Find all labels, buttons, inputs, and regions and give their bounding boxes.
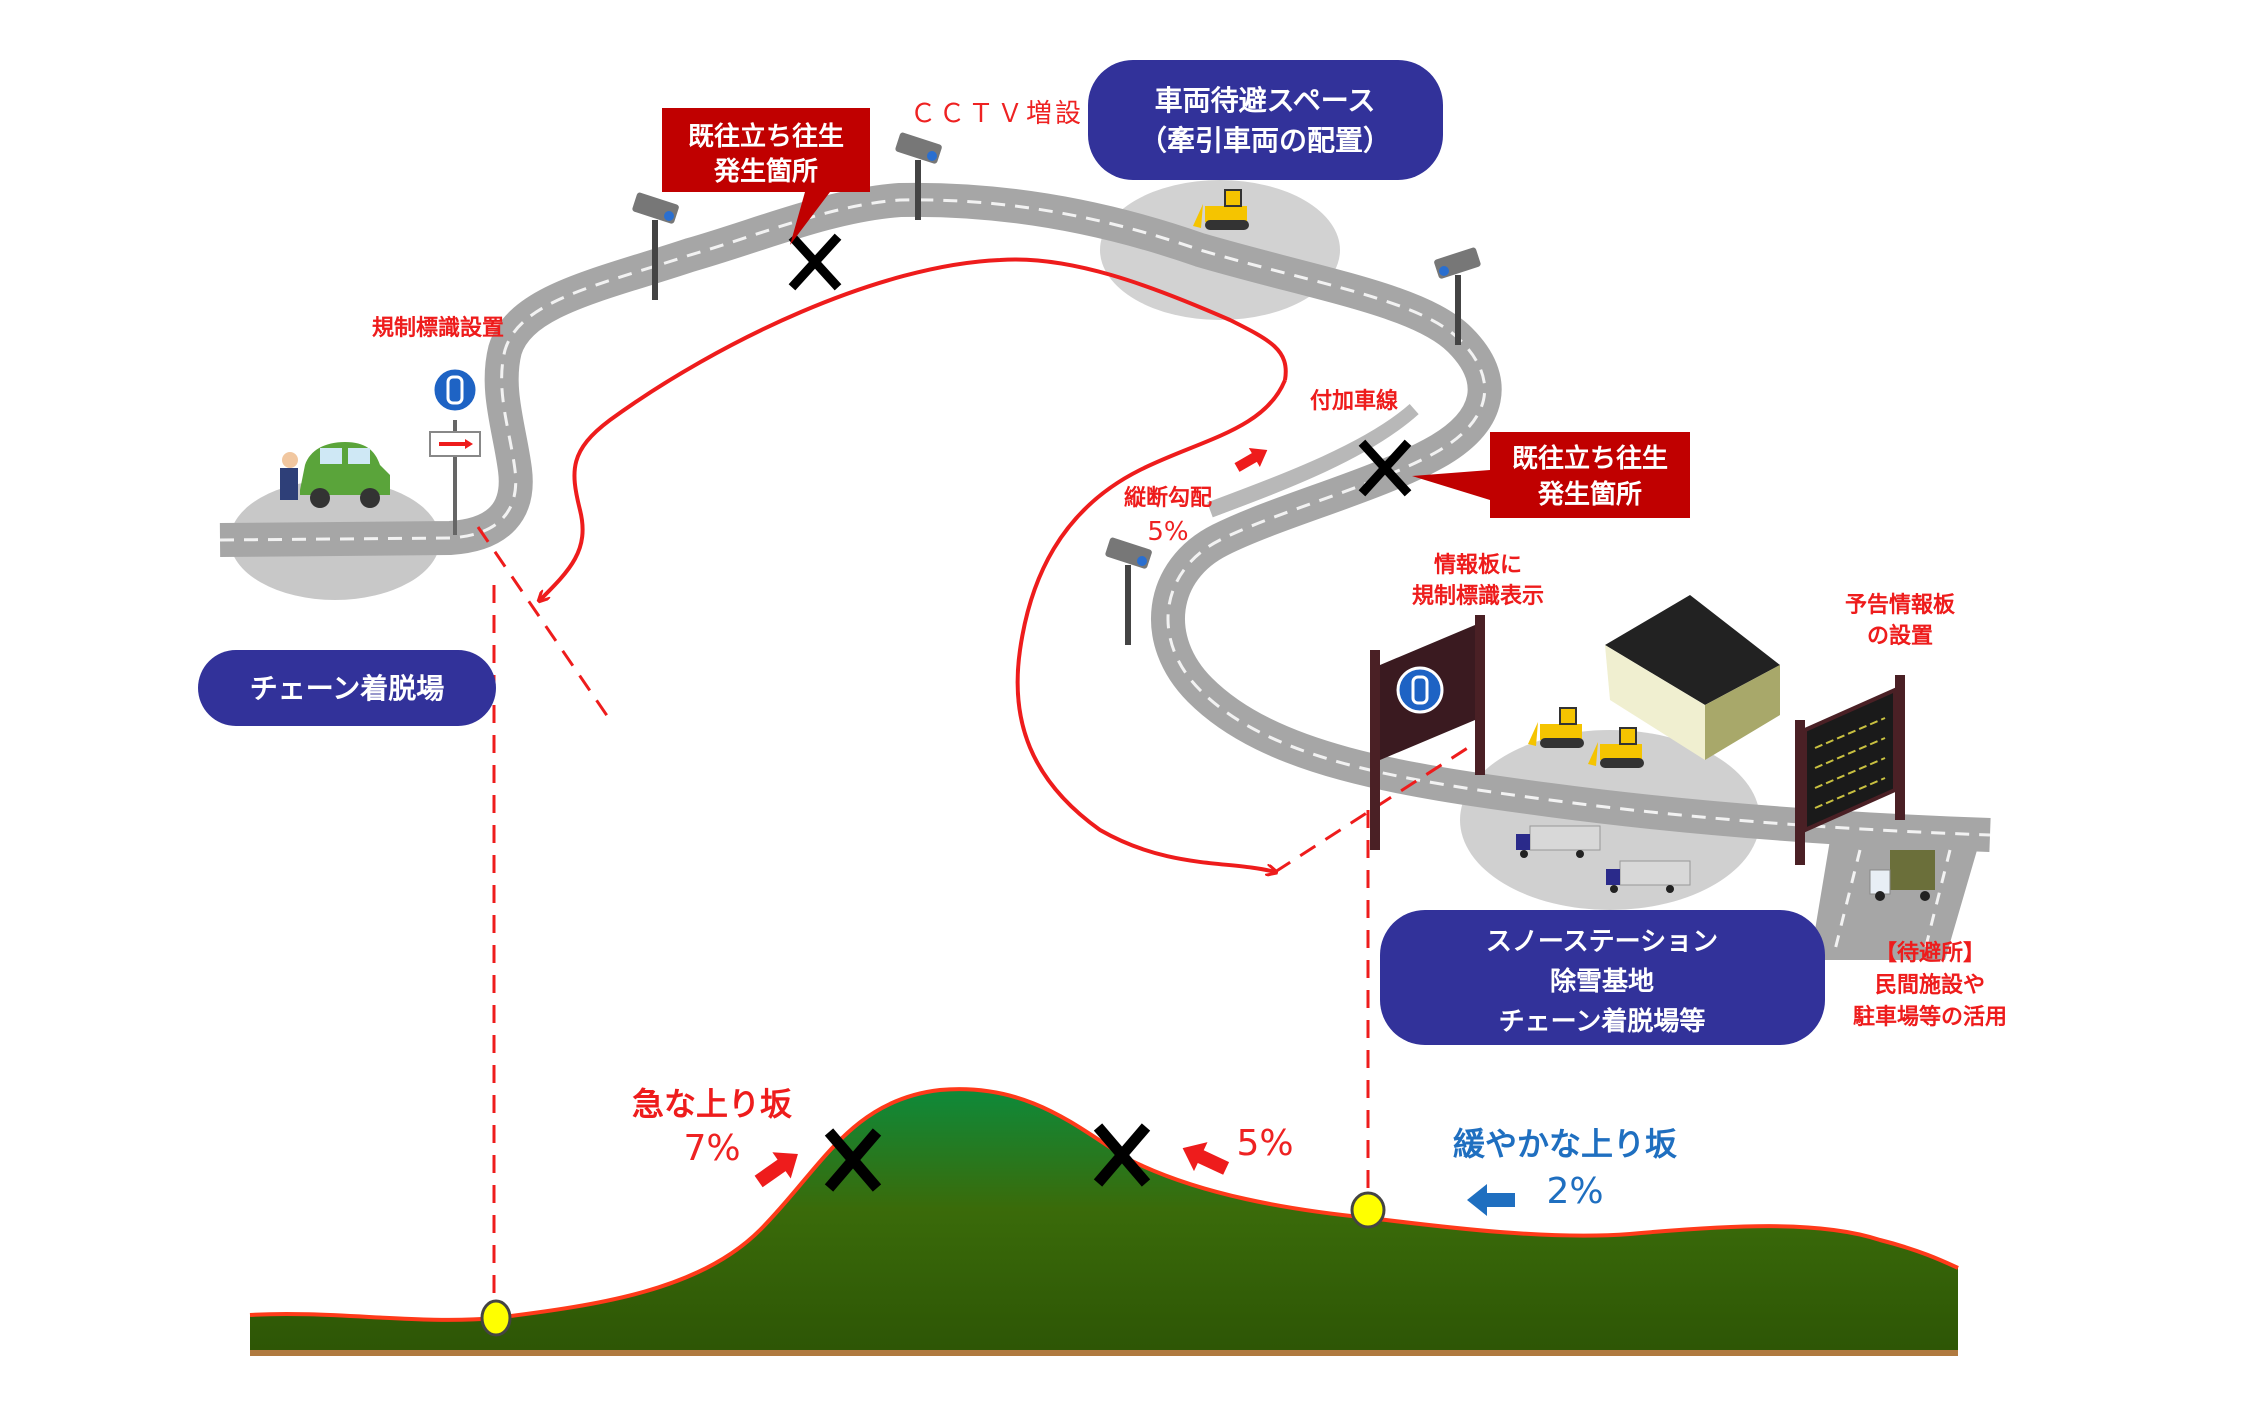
climbing-lane bbox=[1207, 403, 1421, 518]
bulldozer-icon bbox=[1588, 727, 1644, 768]
worker-icon bbox=[280, 452, 298, 500]
grade-label-line2: 5% bbox=[1147, 517, 1188, 547]
cctv-cameras bbox=[632, 132, 1481, 645]
stuck-right-line2: 発生箇所 bbox=[1537, 479, 1642, 510]
snow-station-label: スノーステーション 除雪基地 チェーン着脱場等 bbox=[1380, 910, 1825, 1045]
road-center-line bbox=[219, 198, 1991, 837]
ground-line bbox=[250, 1350, 1958, 1356]
refuge-ramp bbox=[1810, 840, 1980, 960]
downhill-arrow-icon bbox=[1182, 1142, 1230, 1175]
climbing-lane-line bbox=[1209, 413, 1422, 522]
led-pattern bbox=[1814, 717, 1886, 809]
refuge-label-line2: 民間施設や bbox=[1875, 972, 1985, 998]
car-icon bbox=[280, 442, 390, 508]
snow-station-line2: 除雪基地 bbox=[1550, 966, 1654, 997]
x-mark-icon bbox=[824, 1128, 882, 1192]
refuge-ramp-lines bbox=[1833, 849, 1952, 951]
x-mark-icon bbox=[788, 233, 842, 291]
chain-required-sign-icon bbox=[1396, 666, 1444, 714]
yellow-dot-icon bbox=[1350, 1191, 1386, 1229]
gentle-slope-grade: 2% bbox=[1546, 1171, 1603, 1212]
snow-station-line1: スノーステーション bbox=[1486, 927, 1718, 957]
x-mark-icon bbox=[1093, 1123, 1151, 1187]
waiting-space-line1: 車両待避スペース bbox=[1155, 84, 1376, 117]
truck-icon bbox=[1606, 860, 1691, 893]
stuck-location-callout-right: 既往立ち往生 発生箇所 bbox=[1412, 432, 1690, 518]
truck-icon bbox=[1516, 825, 1601, 858]
elevation-profile bbox=[249, 1087, 1959, 1356]
grade-direction-arrow-icon bbox=[1234, 447, 1268, 472]
cctv-camera-icon bbox=[1434, 247, 1481, 345]
cctv-added-label: ＣＣＴＶ増設 bbox=[910, 99, 1084, 129]
garage-building-icon bbox=[1605, 595, 1780, 760]
downhill-grade: 5% bbox=[1236, 1123, 1293, 1164]
steep-slope-arrow-icon bbox=[754, 1152, 798, 1188]
steep-slope-grade: 7% bbox=[683, 1128, 740, 1169]
info-board-regulation bbox=[1370, 615, 1485, 850]
chain-station-text: チェーン着脱場 bbox=[250, 672, 445, 705]
stuck-top-line1: 既往立ち往生 bbox=[688, 121, 844, 152]
yellow-dot-icon bbox=[480, 1299, 512, 1337]
cctv-camera-icon bbox=[1105, 537, 1152, 645]
stuck-right-line1: 既往立ち往生 bbox=[1512, 443, 1668, 474]
chain-required-sign-icon bbox=[431, 366, 479, 414]
grade-label-line1: 縦断勾配 bbox=[1124, 485, 1212, 511]
waiting-space-line2: （牽引車両の配置） bbox=[1139, 124, 1391, 157]
gentle-slope-arrow-icon bbox=[1467, 1184, 1515, 1216]
refuge-label-line3: 駐車場等の活用 bbox=[1853, 1004, 2007, 1030]
chain-station-label: チェーン着脱場 bbox=[198, 650, 496, 726]
waiting-space-label: 車両待避スペース （牽引車両の配置） bbox=[1088, 60, 1443, 180]
advance-board-label-line1: 予告情報板 bbox=[1845, 592, 1956, 618]
projection-diagonal-left bbox=[476, 526, 612, 721]
regulation-sign-label: 規制標識設置 bbox=[372, 315, 504, 341]
info-board-label-line1: 情報板に bbox=[1434, 552, 1522, 578]
info-board-label-line2: 規制標識表示 bbox=[1412, 583, 1544, 609]
stuck-top-line2: 発生箇所 bbox=[713, 156, 818, 187]
bulldozer-icon bbox=[1193, 189, 1249, 230]
snow-station-line3: チェーン着脱場等 bbox=[1499, 1006, 1706, 1037]
detour-route-arrow-right bbox=[1015, 379, 1287, 872]
hill-fill bbox=[250, 1089, 1958, 1355]
cctv-camera-icon bbox=[632, 192, 679, 300]
cctv-camera-icon bbox=[895, 132, 942, 220]
detour-route-arrow bbox=[540, 257, 1288, 600]
regulation-sign bbox=[429, 366, 481, 535]
advance-info-board bbox=[1795, 675, 1905, 865]
climbing-lane-label: 付加車線 bbox=[1310, 388, 1398, 414]
steep-slope-label: 急な上り坂 bbox=[632, 1085, 792, 1123]
gentle-slope-label: 緩やかな上り坂 bbox=[1453, 1125, 1677, 1163]
advance-board-label-line2: の設置 bbox=[1867, 623, 1933, 649]
truck-icon bbox=[1869, 850, 1935, 901]
x-mark-icon bbox=[1358, 439, 1412, 497]
stuck-location-callout-top: 既往立ち往生 発生箇所 bbox=[662, 108, 870, 245]
bulldozer-icon bbox=[1528, 707, 1584, 748]
refuge-label-line1: 【待避所】 bbox=[1875, 940, 1985, 966]
